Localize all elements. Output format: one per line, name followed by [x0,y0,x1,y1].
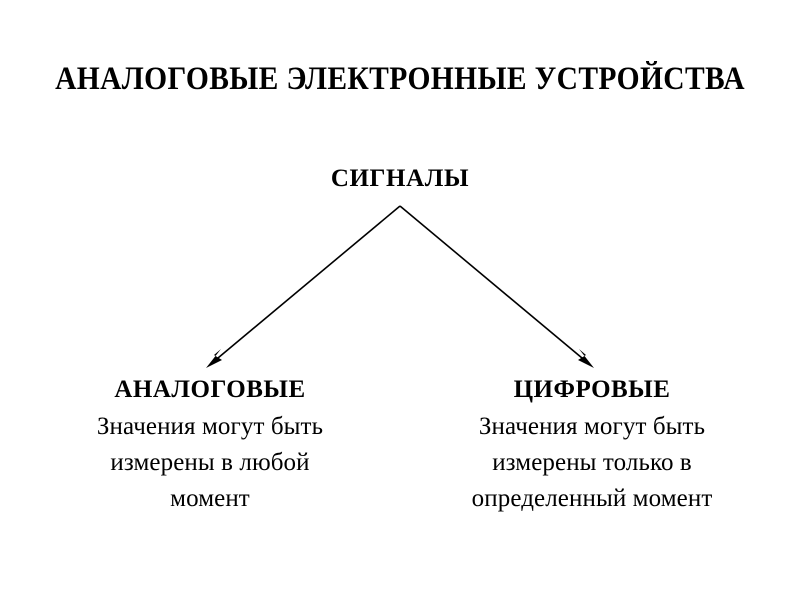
branch-digital-line-2: измерены только в [492,449,692,476]
node-signals: СИГНАЛЫ [330,165,470,192]
arrow-line-to-digital [399,205,589,364]
arrowhead-to-digital [578,349,594,368]
branch-analog-line-3: момент [170,485,250,512]
arrowhead-to-analog [206,349,222,368]
arrow-line-to-analog [211,205,401,364]
branch-digital-line-1: Значения могут быть [478,413,706,440]
branch-digital-line-3: определенный момент [471,485,713,512]
branch-analog-body: Значения могут быть измерены в любой мом… [60,409,360,517]
branch-digital-body: Значения могут быть измерены только в оп… [442,409,742,517]
branch-digital-heading: ЦИФРОВЫЕ [513,376,671,403]
branch-analog-heading: АНАЛОГОВЫЕ [114,376,306,403]
branch-digital: ЦИФРОВЫЕ Значения могут быть измерены то… [442,374,742,517]
branch-analog: АНАЛОГОВЫЕ Значения могут быть измерены … [60,374,360,517]
branch-analog-line-1: Значения могут быть [96,413,324,440]
branch-analog-line-2: измерены в любой [110,449,310,476]
page-title: АНАЛОГОВЫЕ ЭЛЕКТРОННЫЕ УСТРОЙСТВА [55,61,745,98]
